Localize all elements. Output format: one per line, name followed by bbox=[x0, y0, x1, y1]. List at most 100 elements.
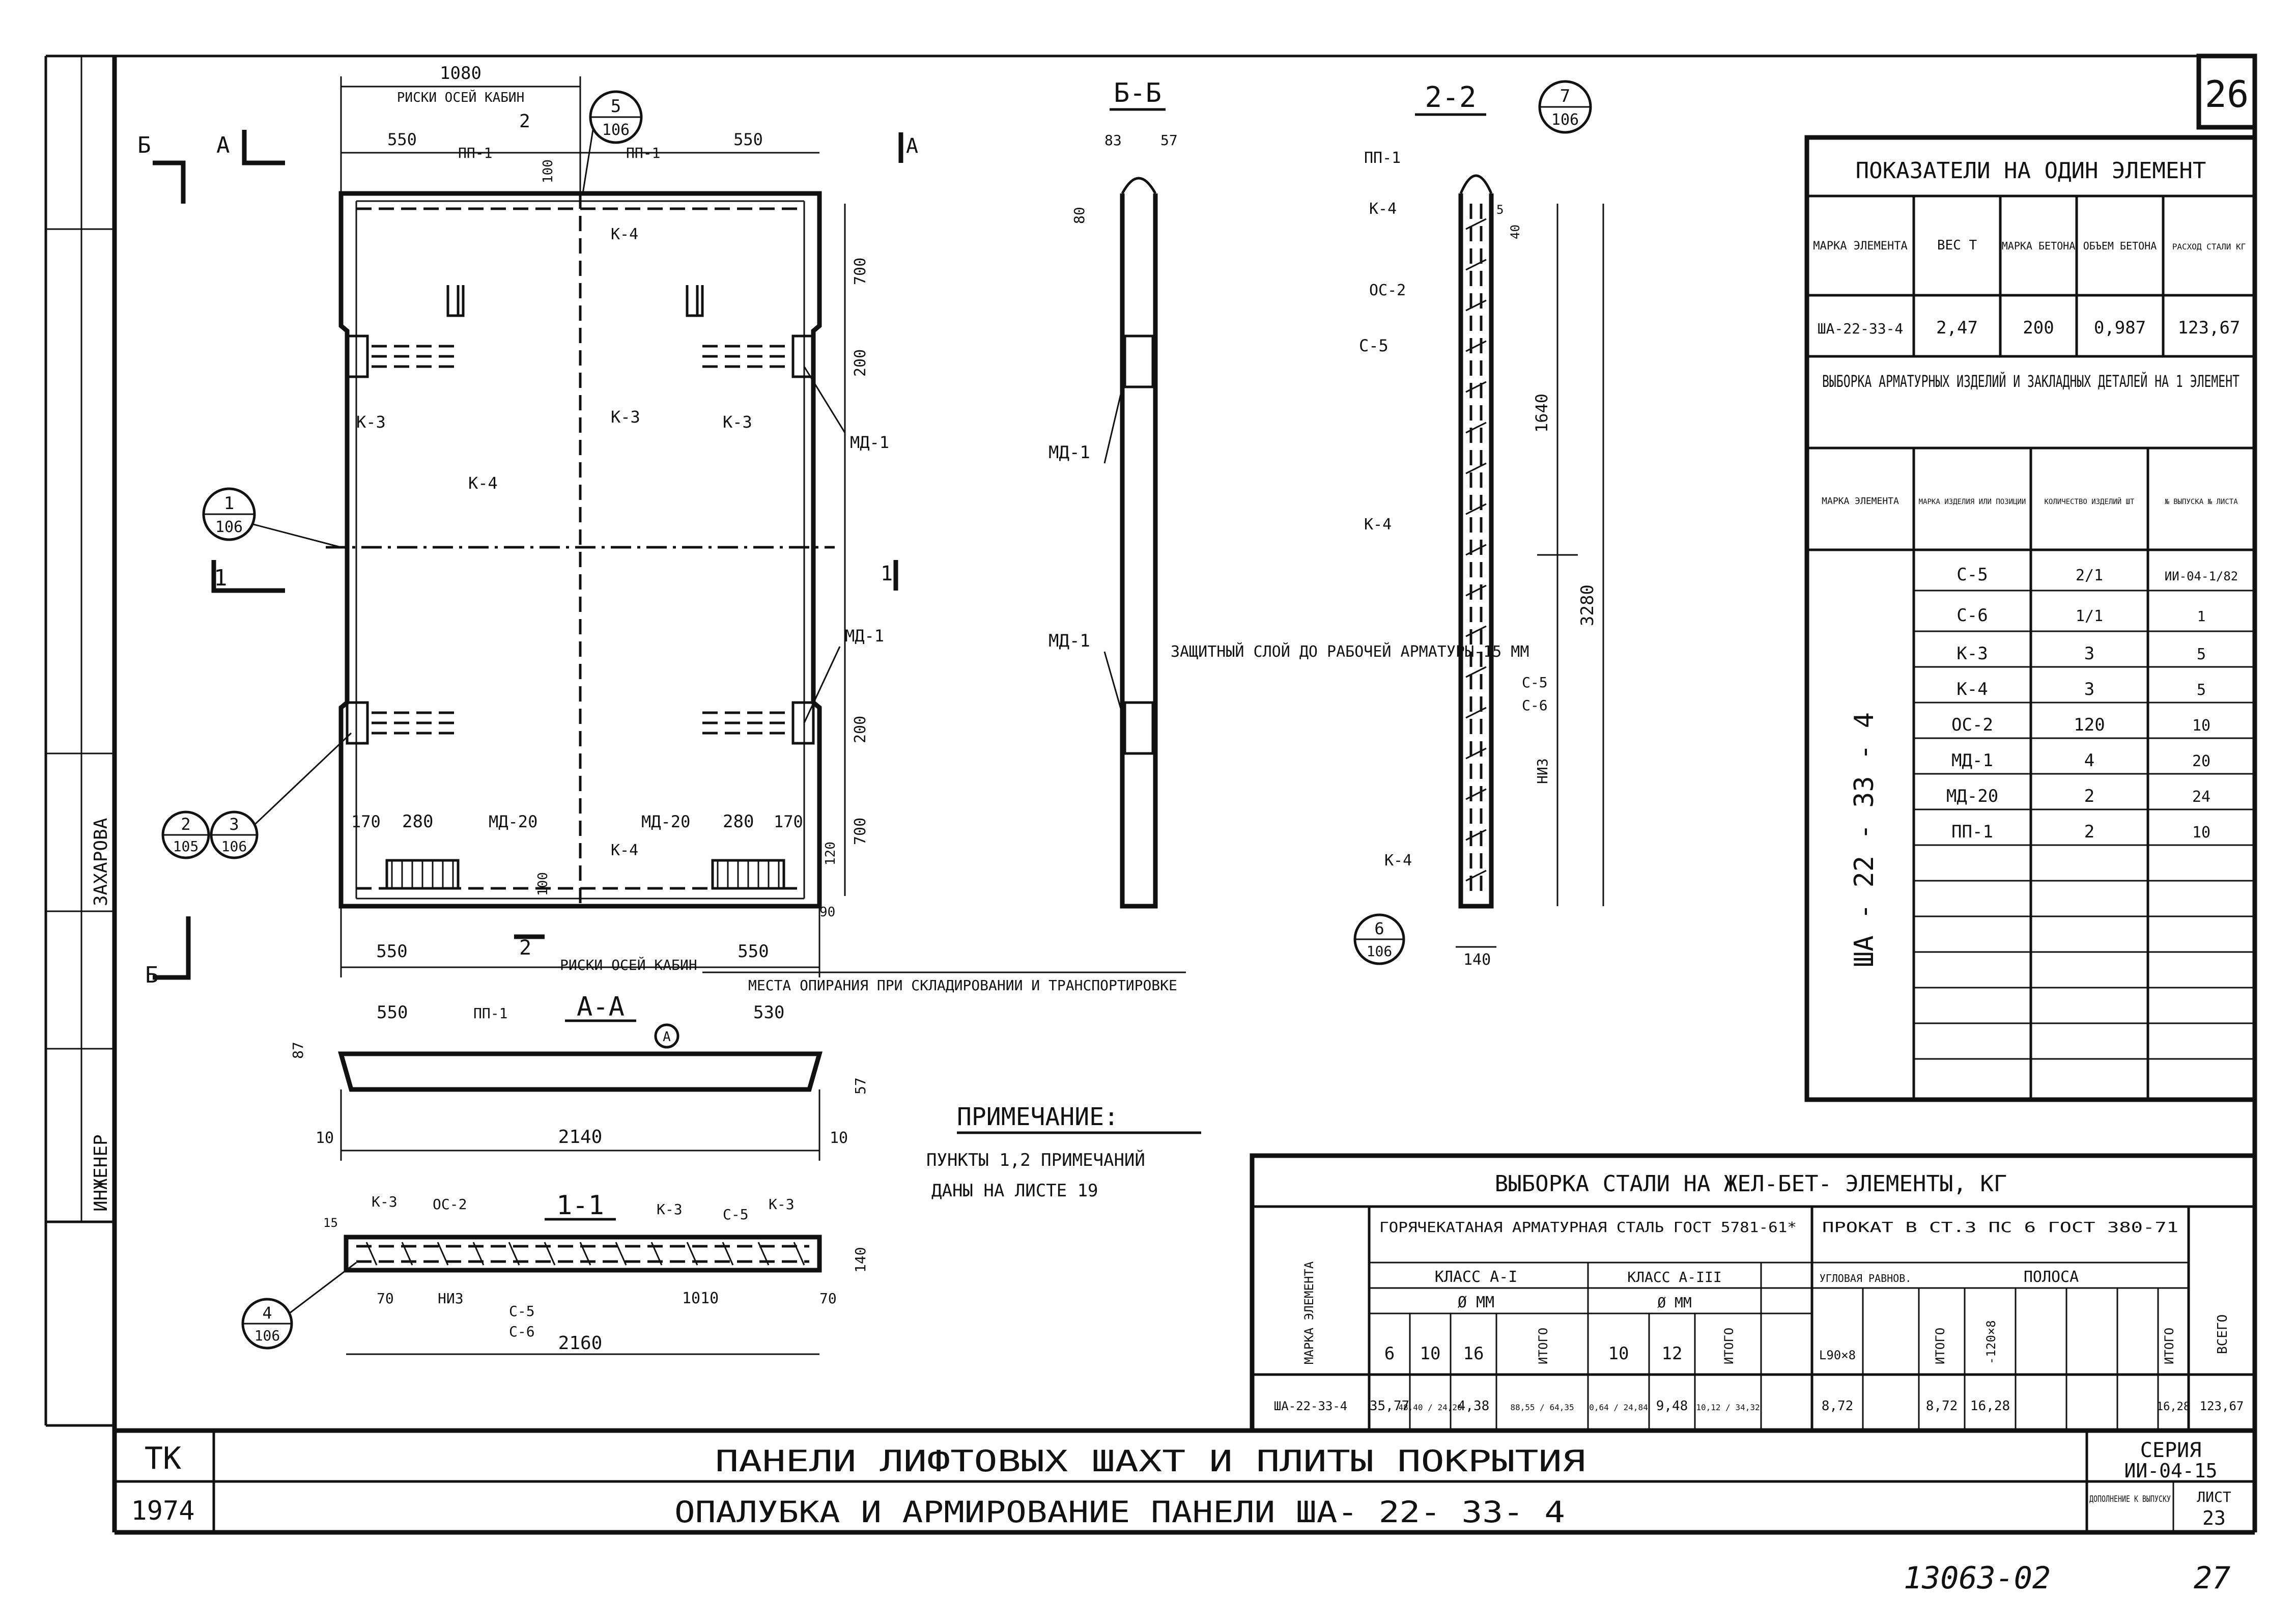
table3-cell-total: 123,67 bbox=[2200, 1399, 2244, 1413]
svg-text:105: 105 bbox=[173, 838, 199, 855]
table1-cell-steel: 123,67 bbox=[2178, 318, 2241, 338]
table3-dia-a1: Ø ММ bbox=[1458, 1294, 1494, 1311]
s11-label-c5-right: С-5 bbox=[723, 1206, 749, 1223]
callout-6-106: 6 106 bbox=[1353, 913, 1405, 965]
svg-text:106: 106 bbox=[215, 518, 243, 536]
section-aa-title: А-А bbox=[577, 992, 625, 1022]
title-series-label: СЕРИЯ bbox=[2140, 1439, 2201, 1462]
label-k3-mid: К-3 bbox=[611, 407, 640, 427]
dim-200-bottom: 200 bbox=[852, 716, 869, 743]
bb-dim-80: 80 bbox=[1071, 207, 1088, 224]
table1-title: ПОКАЗАТЕЛИ НА ОДИН ЭЛЕМЕНТ bbox=[1856, 158, 2206, 184]
dim-1080: 1080 bbox=[440, 63, 481, 83]
svg-text:6: 6 bbox=[1374, 919, 1384, 938]
section-mark-2-bottom: 2 bbox=[519, 936, 531, 960]
section-mark-b-top: Б bbox=[137, 132, 151, 158]
section-mark-b-bottom: Б bbox=[145, 962, 159, 988]
table1-header-ves: ВЕС Т bbox=[1937, 238, 1977, 253]
label-md1-top: МД-1 bbox=[850, 433, 889, 452]
bb-note-line: ЗАЩИТНЫЙ СЛОЙ ДО РАБОЧЕЙ АРМАТУРЫ-15 ММ bbox=[1171, 642, 1529, 661]
table1-header-rashod: РАСХОД СТАЛИ КГ bbox=[2172, 242, 2246, 251]
table2-header-qty: КОЛИЧЕСТВО ИЗДЕЛИЙ ШТ bbox=[2044, 497, 2135, 506]
callout-1-106: 1 106 bbox=[202, 487, 342, 548]
svg-text:10: 10 bbox=[2192, 717, 2210, 735]
s11-label-os2: ОС-2 bbox=[433, 1196, 467, 1213]
table3-col-10: 10 bbox=[1420, 1343, 1441, 1364]
table3-group1: ГОРЯЧЕКАТАНАЯ АРМАТУРНАЯ СТАЛЬ ГОСТ 5781… bbox=[1379, 1219, 1797, 1236]
callout-2-105: 2 105 bbox=[161, 810, 210, 859]
table2-header-product: МАРКА ИЗДЕЛИЯ ИЛИ ПОЗИЦИИ bbox=[1919, 498, 2026, 506]
svg-text:ПП-1: ПП-1 bbox=[1951, 822, 1993, 842]
callout-4-106: 4 106 bbox=[241, 1262, 357, 1350]
svg-text:1: 1 bbox=[2197, 608, 2206, 625]
s11-niz: НИЗ bbox=[438, 1290, 464, 1307]
note-axis-top: РИСКИ ОСЕЙ КАБИН bbox=[397, 89, 524, 105]
callout-5-106: 5 106 bbox=[582, 90, 643, 194]
title-addition: ДОПОЛНЕНИЕ К ВЫПУСКУ bbox=[2089, 1494, 2171, 1504]
label-md20-right: МД-20 bbox=[641, 812, 690, 831]
section-bb-title: Б-Б bbox=[1114, 78, 1161, 108]
table3-cell-10-a3: 0,64 / 24,84 bbox=[1589, 1403, 1648, 1412]
svg-text:5: 5 bbox=[2197, 681, 2206, 699]
section-mark-1-right: 1 bbox=[881, 562, 893, 585]
title-block: ТК 1974 ПАНЕЛИ ЛИФТОВЫХ ШАХТ И ПЛИТЫ ПОК… bbox=[115, 1428, 2255, 1532]
svg-text:106: 106 bbox=[221, 838, 247, 855]
s22-label-c6: С-6 bbox=[1522, 697, 1548, 714]
dim-550-right: 550 bbox=[733, 130, 763, 149]
table2-title: ВЫБОРКА АРМАТУРНЫХ ИЗДЕЛИЙ И ЗАКЛАДНЫХ Д… bbox=[1822, 372, 2240, 391]
svg-text:МД-20: МД-20 bbox=[1946, 786, 1998, 806]
title-sheet-label: ЛИСТ bbox=[2197, 1489, 2231, 1505]
dim-200-top: 200 bbox=[852, 349, 869, 377]
svg-text:106: 106 bbox=[602, 121, 630, 139]
note-title: ПРИМЕЧАНИЕ: bbox=[957, 1103, 1119, 1131]
archive-page: 27 bbox=[2194, 1560, 2230, 1596]
svg-text:2: 2 bbox=[181, 815, 190, 834]
sheet-number-box: 26 bbox=[2196, 53, 2257, 130]
svg-text:5: 5 bbox=[2197, 646, 2206, 663]
bb-dim-57: 57 bbox=[1160, 132, 1178, 149]
section-mark-a-left: А bbox=[216, 132, 230, 158]
aa-dim-530: 530 bbox=[753, 1002, 784, 1023]
stamp-zakharova: ЗАХАРОВА bbox=[91, 818, 111, 906]
sheet-number: 26 bbox=[2205, 73, 2249, 116]
s11-label-c5-bottom: С-5 bbox=[509, 1303, 535, 1320]
title-year: 1974 bbox=[131, 1496, 194, 1526]
svg-text:1/1: 1/1 bbox=[2076, 607, 2103, 625]
dim-700: 700 bbox=[852, 258, 869, 285]
s22-dim-5: 5 bbox=[1496, 203, 1504, 217]
table3-cell-l90: 8,72 bbox=[1822, 1398, 1854, 1414]
note-block: ПРИМЕЧАНИЕ: ПУНКТЫ 1,2 ПРИМЕЧАНИЙ ДАНЫ Н… bbox=[926, 1103, 1201, 1201]
section-11-title: 1-1 bbox=[556, 1190, 604, 1221]
section-mark-2-top: 2 bbox=[519, 111, 530, 132]
section-11: 1-1 К-3 ОС-2 К-3 С-5 К-3 С-5 С-6 НИЗ 70 … bbox=[323, 1190, 869, 1355]
table2-row: МД-20 2 24 bbox=[1946, 786, 2210, 806]
dim-170-right: 170 bbox=[774, 812, 803, 831]
label-k4-bottom: К-4 bbox=[611, 842, 638, 859]
section-mark-1-left: 1 bbox=[214, 565, 228, 591]
svg-text:2: 2 bbox=[2084, 786, 2094, 806]
table3-itogo-a1: ИТОГО bbox=[1536, 1328, 1550, 1364]
title-series: ИИ-04-15 bbox=[2124, 1460, 2217, 1482]
svg-text:3: 3 bbox=[229, 815, 239, 834]
dim-100: 100 bbox=[541, 159, 556, 183]
s11-dim-140: 140 bbox=[852, 1247, 869, 1273]
callout-3-106: 3 106 bbox=[210, 732, 352, 859]
dim-550-left: 550 bbox=[387, 130, 417, 149]
table3-col-l90: L90×8 bbox=[1819, 1348, 1856, 1362]
svg-text:106: 106 bbox=[1551, 111, 1579, 129]
table3-cell-itogo-a3: 10,12 / 34,32 bbox=[1696, 1403, 1760, 1412]
table-indicators: ПОКАЗАТЕЛИ НА ОДИН ЭЛЕМЕНТ МАРКА ЭЛЕМЕНТ… bbox=[1804, 135, 2257, 1102]
table1-header-obem: ОБЪЕМ БЕТОНА bbox=[2083, 240, 2157, 252]
table3-cell-10: 48,40 / 24,20 bbox=[1398, 1403, 1462, 1412]
dim-120: 120 bbox=[823, 842, 838, 865]
title-line2: ОПАЛУБКА И АРМИРОВАНИЕ ПАНЕЛИ ША- 22- 33… bbox=[674, 1495, 1565, 1529]
title-sheet: 23 bbox=[2202, 1507, 2226, 1529]
table3-col-120x8: -120×8 bbox=[1984, 1320, 1998, 1364]
svg-text:С-6: С-6 bbox=[1957, 605, 1988, 626]
table3-cell-itogo-polosa: 16,28 bbox=[2157, 1401, 2190, 1413]
table1-cell-volume: 0,987 bbox=[2094, 318, 2146, 338]
s11-label-k3-mid: К-3 bbox=[657, 1201, 683, 1218]
s11-label-c6-bottom: С-6 bbox=[509, 1323, 535, 1340]
table2-header-issue: № ВЫПУСКА № ЛИСТА bbox=[2165, 498, 2238, 506]
label-k4-top: К-4 bbox=[611, 226, 638, 243]
